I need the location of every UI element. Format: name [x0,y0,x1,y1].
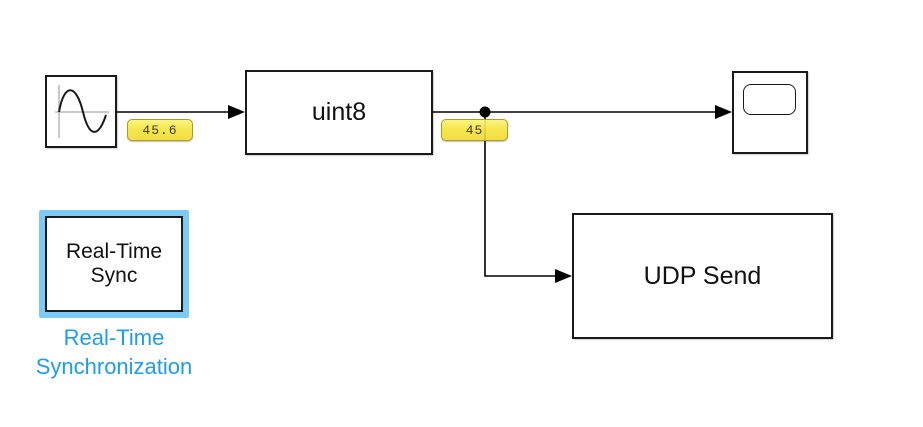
uint8-block-label: uint8 [311,98,367,126]
sine-wave-block[interactable] [45,75,117,148]
scope-screen-icon [743,84,796,115]
data-type-conversion-block[interactable]: uint8 [245,70,433,155]
signal-value-label-sine-output[interactable]: 45.6 [127,119,193,141]
arrowhead-scope-input [715,105,732,119]
real-time-sync-block-label: Real-Time Sync [65,240,163,287]
real-time-sync-block[interactable]: Real-Time Sync [45,216,183,312]
scope-block[interactable] [732,71,808,154]
branch-point-dot [479,106,491,118]
arrowhead-udp-input [555,269,572,283]
signal-value-label-conversion-output[interactable]: 45 [441,119,508,141]
udp-send-block[interactable]: UDP Send [572,213,833,339]
sine-wave-icon [55,85,109,138]
selection-highlight: Real-Time Sync [39,210,189,318]
signal-line-branch-to-udp[interactable] [484,112,558,277]
arrowhead-uint8-input [228,105,245,119]
real-time-sync-annotation[interactable]: Real-Time Synchronization [35,325,193,379]
udp-send-block-label: UDP Send [643,261,762,290]
